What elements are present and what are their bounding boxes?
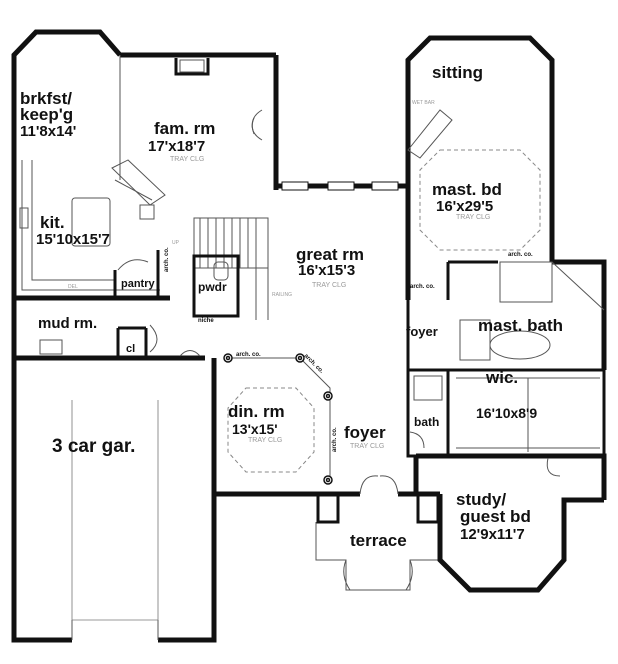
great-room-dimension: 16'x15'3 [298, 262, 355, 279]
wic-label: wic. [485, 368, 518, 387]
right-wing-walls [405, 35, 607, 593]
dining-dimension: 13'x15' [232, 421, 278, 437]
room-labels: brkfst/ keep'g 11'8x14' fam. rm 17'x18'7… [20, 63, 563, 550]
master-bed-label: mast. bd [432, 180, 502, 199]
foyer-label: foyer [344, 423, 386, 442]
niche-note: niche [198, 318, 214, 324]
kitchen-dimension: 15'10x15'7 [36, 231, 110, 248]
study-label-line1: study/ [456, 490, 506, 509]
pantry-label: pantry [121, 278, 156, 290]
foyer-small-label: foyer [406, 324, 438, 339]
dining-label: din. rm [228, 402, 285, 421]
great-room-label: great rm [296, 245, 364, 264]
terrace-label: terrace [350, 531, 407, 550]
fam-room-note: TRAY CLG [170, 156, 204, 163]
center-walls [192, 181, 441, 591]
fam-room-label: fam. rm [154, 119, 215, 138]
master-bed-note: TRAY CLG [456, 214, 490, 221]
arch-opening-note-foyer: arch. co. [410, 284, 435, 290]
arch-opening-note-master: arch. co. [508, 252, 533, 258]
kitchen-label: kit. [40, 213, 65, 232]
brkfst-dimension: 11'8x14' [20, 123, 76, 140]
stair-up-note: UP [172, 240, 180, 246]
brkfst-label-line2: keep'g [20, 105, 73, 124]
mud-room-label: mud rm. [38, 315, 97, 332]
sitting-label: sitting [432, 63, 483, 82]
fam-room-dimension: 17'x18'7 [148, 138, 205, 155]
dining-note: TRAY CLG [248, 437, 282, 444]
closet-label: cl [126, 343, 135, 355]
wet-bar-note: WET BAR [412, 100, 435, 106]
del-note: DEL [68, 284, 78, 290]
bath-label: bath [414, 415, 439, 429]
railing-note: RAILING [272, 292, 292, 298]
study-label-line2: guest bd [460, 507, 531, 526]
study-dimension: 12'9x11'7 [460, 526, 525, 543]
foyer-note: TRAY CLG [350, 443, 384, 450]
arch-opening-note-dining-top: arch. co. [236, 352, 261, 358]
left-wing-walls [11, 29, 279, 643]
wic-dimension: 16'10x8'9 [476, 405, 537, 421]
powder-label: pwdr [198, 280, 227, 294]
brkfst-label-line1: brkfst/ [20, 89, 72, 108]
great-room-note: TRAY CLG [312, 282, 346, 289]
arch-opening-note-dining-side: arch. co. [332, 427, 338, 452]
master-bed-dimension: 16'x29'5 [436, 198, 493, 215]
stair [193, 217, 269, 320]
garage-label: 3 car gar. [52, 436, 135, 457]
master-bath-label: mast. bath [478, 316, 563, 335]
arch-opening-note-kitchen: arch. co. [164, 247, 170, 272]
